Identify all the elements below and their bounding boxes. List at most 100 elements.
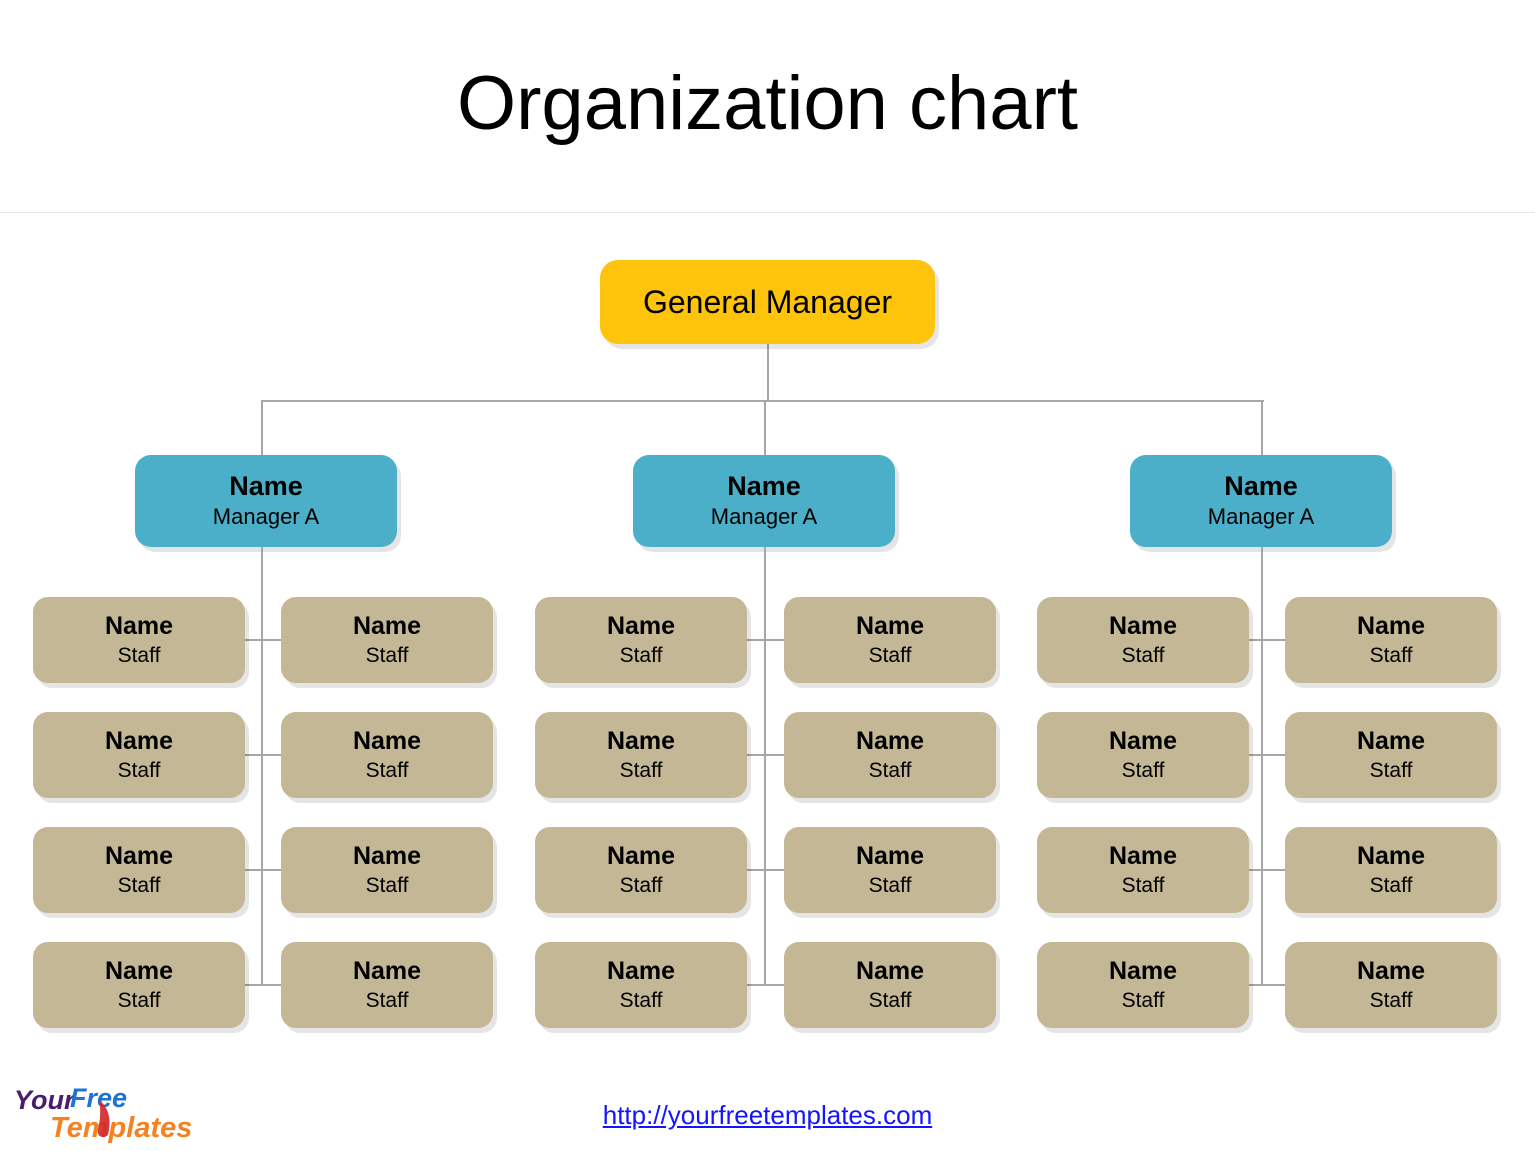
staff-stub-right-3-4 bbox=[1262, 984, 1285, 986]
logo-word-templates: Templates bbox=[50, 1112, 192, 1144]
node-manager-2-name: Name bbox=[727, 471, 801, 502]
staff-stub-right-1-3 bbox=[262, 869, 281, 871]
logo-word-your: Your bbox=[14, 1085, 76, 1115]
node-staff-3-4-role: Staff bbox=[1369, 759, 1413, 783]
node-manager-2-role: Manager A bbox=[710, 504, 818, 530]
node-staff-2-5-name: Name bbox=[606, 841, 676, 870]
manager-drop-connector-3 bbox=[1261, 400, 1263, 455]
staff-stub-right-1-4 bbox=[262, 984, 281, 986]
node-staff-1-8-role: Staff bbox=[365, 989, 409, 1013]
node-staff-2-7-role: Staff bbox=[619, 989, 663, 1013]
staff-stub-left-3-1 bbox=[1249, 639, 1262, 641]
node-staff-3-2-name: Name bbox=[1356, 611, 1426, 640]
node-staff-2-2-name: Name bbox=[855, 611, 925, 640]
staff-stub-left-3-2 bbox=[1249, 754, 1262, 756]
node-staff-3-3-role: Staff bbox=[1121, 759, 1165, 783]
manager-drop-connector-1 bbox=[261, 400, 263, 455]
staff-stub-left-2-3 bbox=[747, 869, 765, 871]
node-staff-3-6-role: Staff bbox=[1369, 874, 1413, 898]
staff-stub-right-1-1 bbox=[262, 639, 281, 641]
node-general-manager[interactable]: General Manager bbox=[600, 260, 935, 344]
node-staff-1-6-name: Name bbox=[352, 841, 422, 870]
staff-stub-right-1-2 bbox=[262, 754, 281, 756]
staff-stub-left-1-3 bbox=[245, 869, 262, 871]
staff-stub-left-3-4 bbox=[1249, 984, 1262, 986]
node-staff-2-2-role: Staff bbox=[868, 644, 912, 668]
staff-stub-right-2-4 bbox=[765, 984, 784, 986]
staff-stub-left-1-2 bbox=[245, 754, 262, 756]
node-staff-3-8-name: Name bbox=[1356, 956, 1426, 985]
node-staff-2-8-role: Staff bbox=[868, 989, 912, 1013]
node-manager-3-name: Name bbox=[1224, 471, 1298, 502]
node-staff-2-1-name: Name bbox=[606, 611, 676, 640]
node-staff-3-6-name: Name bbox=[1356, 841, 1426, 870]
node-staff-3-1-role: Staff bbox=[1121, 644, 1165, 668]
node-staff-3-3-name: Name bbox=[1108, 726, 1178, 755]
logo-brush-accent bbox=[97, 1101, 110, 1137]
gm-stem-connector bbox=[767, 344, 769, 400]
node-staff-3-5-name: Name bbox=[1108, 841, 1178, 870]
node-staff-2-6-role: Staff bbox=[868, 874, 912, 898]
staff-stub-right-2-3 bbox=[765, 869, 784, 871]
node-general-manager-name: General Manager bbox=[642, 283, 893, 320]
node-staff-1-3-role: Staff bbox=[117, 759, 161, 783]
footer-url-link[interactable]: http://yourfreetemplates.com bbox=[602, 1100, 933, 1130]
node-staff-2-3-name: Name bbox=[606, 726, 676, 755]
node-staff-1-8-name: Name bbox=[352, 956, 422, 985]
staff-stub-right-3-2 bbox=[1262, 754, 1285, 756]
staff-stub-right-3-3 bbox=[1262, 869, 1285, 871]
node-staff-2-4-role: Staff bbox=[868, 759, 912, 783]
node-staff-3-7-name: Name bbox=[1108, 956, 1178, 985]
staff-spine-connector-1 bbox=[261, 547, 263, 985]
node-staff-2-7-name: Name bbox=[606, 956, 676, 985]
node-staff-1-5-role: Staff bbox=[117, 874, 161, 898]
staff-stub-left-2-4 bbox=[747, 984, 765, 986]
node-staff-2-1-role: Staff bbox=[619, 644, 663, 668]
node-staff-1-7-role: Staff bbox=[117, 989, 161, 1013]
node-staff-3-2-role: Staff bbox=[1369, 644, 1413, 668]
staff-stub-left-2-2 bbox=[747, 754, 765, 756]
node-staff-1-1-name: Name bbox=[104, 611, 174, 640]
staff-stub-right-3-1 bbox=[1262, 639, 1285, 641]
logo-word-free: Free bbox=[70, 1083, 127, 1113]
node-staff-2-4-name: Name bbox=[855, 726, 925, 755]
node-staff-3-5-role: Staff bbox=[1121, 874, 1165, 898]
staff-stub-right-2-2 bbox=[765, 754, 784, 756]
node-staff-2-6-name: Name bbox=[855, 841, 925, 870]
node-staff-1-6-role: Staff bbox=[365, 874, 409, 898]
node-staff-1-1-role: Staff bbox=[117, 644, 161, 668]
node-staff-1-2-name: Name bbox=[352, 611, 422, 640]
node-staff-3-7-role: Staff bbox=[1121, 989, 1165, 1013]
node-staff-2-8-name: Name bbox=[855, 956, 925, 985]
staff-stub-left-2-1 bbox=[747, 639, 765, 641]
node-manager-1-role: Manager A bbox=[212, 504, 320, 530]
